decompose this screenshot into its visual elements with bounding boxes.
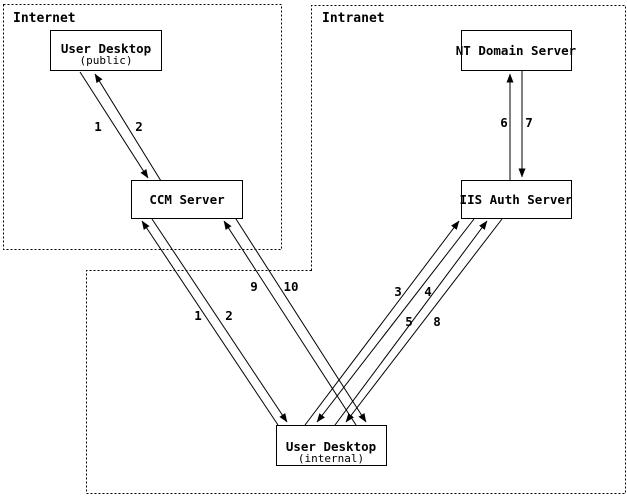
edge-label-10: 10 [283, 279, 298, 294]
user-desktop-public-box [50, 30, 162, 71]
edge-label-5: 5 [405, 314, 413, 329]
edge-2-ccm-to-internal-desktop [151, 218, 288, 423]
edge-label-6: 6 [500, 115, 508, 130]
edge-9-internal-desktop-to-ccm [223, 220, 357, 426]
ccm-server-title: CCM Server [149, 192, 225, 207]
internet-region-label: Internet [13, 11, 76, 26]
edge-label-2-internal: 2 [225, 308, 233, 323]
edge-label-1-internal: 1 [194, 308, 202, 323]
edge-2-ccm-to-public-desktop [94, 73, 162, 182]
edge-1-internal-desktop-to-ccm [141, 220, 279, 426]
edge-5-internal-desktop-to-iis [334, 220, 488, 426]
node-nt-domain-server: NT Domain Server [456, 30, 577, 71]
edge-label-8: 8 [433, 314, 441, 329]
node-ccm-server: CCM Server [131, 180, 243, 219]
edge-label-2-public: 2 [135, 119, 143, 134]
edge-1-public-desktop-to-ccm [79, 71, 149, 179]
nt-domain-server-title: NT Domain Server [456, 43, 577, 58]
intranet-region-label: Intranet [322, 11, 385, 26]
user-desktop-public-title: User Desktop [61, 41, 151, 56]
node-user-desktop-internal: User Desktop (internal) [276, 425, 387, 466]
edge-label-7: 7 [525, 115, 533, 130]
edge-8-iis-to-internal-desktop [345, 218, 503, 423]
edge-label-4: 4 [424, 284, 432, 299]
node-iis-auth-server: IIS Auth Server [460, 180, 573, 219]
user-desktop-internal-title: User Desktop [286, 439, 376, 454]
edge-3-internal-desktop-to-iis [304, 220, 460, 426]
iis-auth-server-box [461, 180, 572, 219]
ccm-server-box [131, 180, 243, 219]
edge-label-1-public: 1 [94, 119, 102, 134]
internet-region-border [3, 4, 282, 250]
edge-label-3: 3 [394, 284, 402, 299]
iis-auth-server-title: IIS Auth Server [460, 192, 573, 207]
edge-10-ccm-to-internal-desktop [235, 218, 367, 423]
user-desktop-internal-subtitle: (internal) [298, 452, 364, 465]
user-desktop-public-subtitle: (public) [80, 54, 133, 67]
intranet-region-border [86, 5, 626, 494]
edge-4-iis-to-internal-desktop [316, 218, 475, 423]
edge-label-9: 9 [250, 279, 258, 294]
node-user-desktop-public: User Desktop (public) [50, 30, 162, 71]
nt-domain-server-box [461, 30, 572, 71]
user-desktop-internal-box [276, 425, 387, 466]
